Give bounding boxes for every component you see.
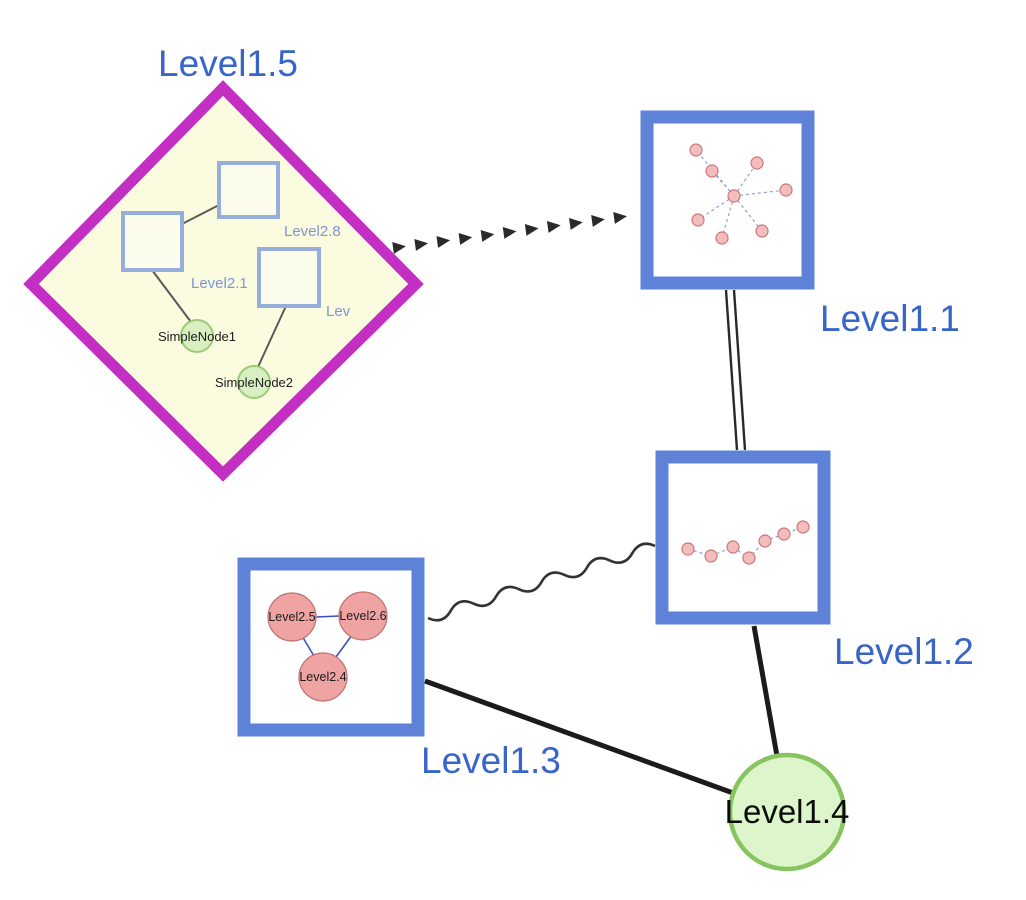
circle-node-label-level24: Level2.4: [299, 670, 346, 684]
circle-node-level25[interactable]: [267, 592, 317, 642]
label-level14: Level1.4: [725, 793, 850, 830]
inner-square-node-level28[interactable]: [217, 161, 280, 219]
edge-level12-level14[interactable]: [751, 625, 780, 757]
graph-node[interactable]: [715, 231, 729, 245]
inner-edge-lev-simplenode2[interactable]: [257, 305, 287, 368]
double-line-part: [732, 289, 747, 451]
graph-node[interactable]: [726, 540, 740, 554]
group-box-level12[interactable]: [655, 450, 831, 625]
edge-level13-level14[interactable]: [424, 678, 734, 796]
inner-square-node-lev[interactable]: [257, 247, 321, 308]
graph-node[interactable]: [758, 534, 772, 548]
graph-edges-level11[interactable]: [695, 149, 787, 239]
graph-node[interactable]: [704, 549, 718, 563]
graph-node[interactable]: [705, 164, 719, 178]
double-line-part: [724, 289, 739, 451]
graph-edges-level13[interactable]: [301, 615, 353, 658]
label-level13: Level1.3: [421, 740, 561, 781]
graph-node[interactable]: [742, 551, 756, 565]
group-node-level12[interactable]: [655, 450, 831, 625]
circle-node-label-level26: Level2.6: [339, 609, 386, 623]
circle-node-level24[interactable]: [298, 652, 348, 702]
label-level12: Level1.2: [834, 631, 974, 672]
inner-edge-level28-level21[interactable]: [181, 204, 220, 225]
simple-node-1-label: SimpleNode1: [158, 329, 236, 344]
label-level11: Level1.1: [820, 298, 960, 339]
graph-node[interactable]: [689, 143, 703, 157]
simple-node-2[interactable]: [237, 365, 271, 399]
edge-dashed-arrow-level15-level11[interactable]: [392, 211, 627, 254]
graph-node[interactable]: [777, 527, 791, 541]
inner-square-node-level21[interactable]: [121, 211, 184, 272]
graph-node[interactable]: [750, 156, 764, 170]
circle-node-label-level25: Level2.5: [268, 610, 315, 624]
graph-node[interactable]: [727, 189, 741, 203]
graph-node[interactable]: [681, 542, 695, 556]
inner-edge-level21-simplenode1[interactable]: [151, 269, 192, 323]
group-node-level15[interactable]: Level2.8 Level2.1 Lev SimpleNode1 Simple…: [23, 80, 424, 482]
simple-node-2-label: SimpleNode2: [215, 375, 293, 390]
group-node-level11[interactable]: [640, 110, 815, 290]
inner-square-label-level21: Level2.1: [191, 275, 248, 292]
group-box-level13[interactable]: [237, 557, 425, 737]
graph-node[interactable]: [691, 213, 705, 227]
edge-wavy-level13-level12[interactable]: [427, 542, 656, 622]
inner-square-label-level28: Level2.8: [284, 223, 341, 240]
group-node-level14[interactable]: Level1.4: [725, 752, 850, 872]
graph-node[interactable]: [796, 520, 810, 534]
group-node-level13[interactable]: Level2.5 Level2.6 Level2.4: [237, 557, 425, 737]
circle-node-level26[interactable]: [338, 591, 388, 641]
graph-node[interactable]: [779, 183, 793, 197]
diamond-shape[interactable]: [23, 80, 424, 482]
simple-node-1[interactable]: [180, 319, 214, 353]
circle-node-level14[interactable]: [727, 752, 847, 872]
label-level15: Level1.5: [158, 43, 298, 84]
inner-square-label-lev: Lev: [326, 303, 351, 320]
graph-node[interactable]: [755, 224, 769, 238]
edge-double-line-level11-level12[interactable]: [724, 289, 747, 451]
